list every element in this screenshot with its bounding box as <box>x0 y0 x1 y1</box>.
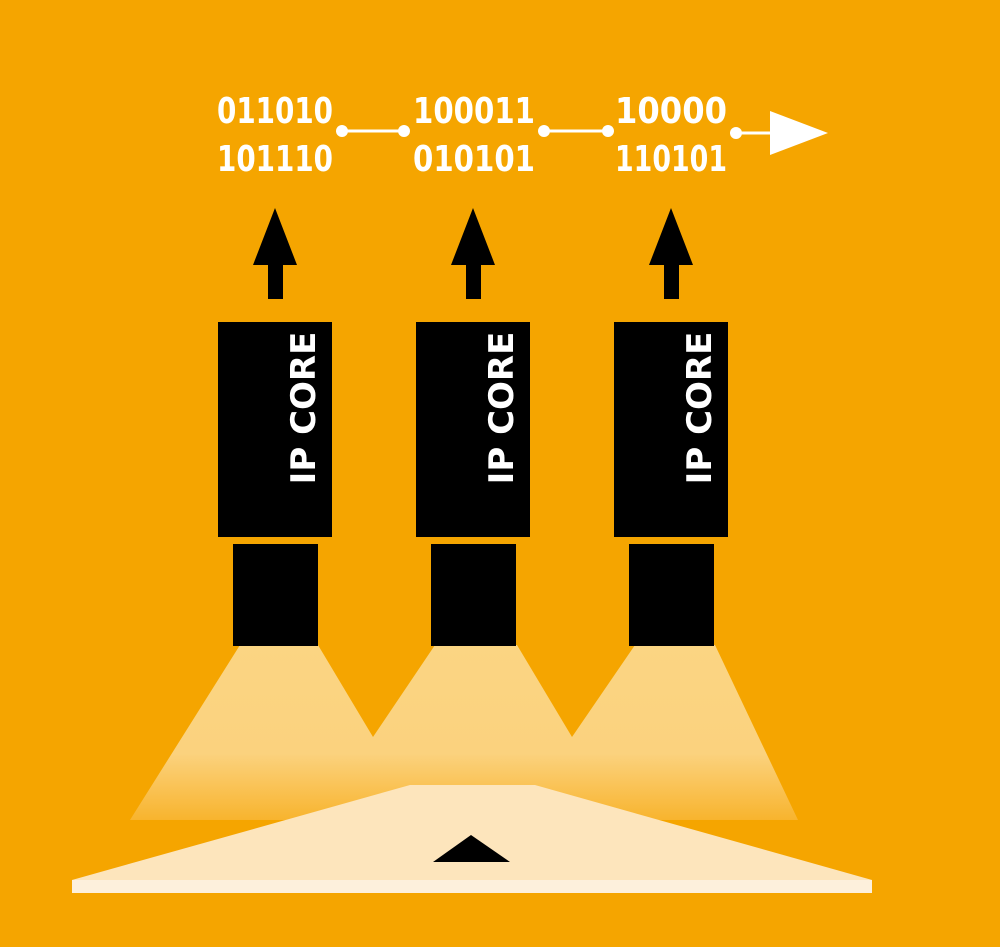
data-stream-3: 10000 110101 <box>615 91 727 180</box>
platform <box>72 785 872 880</box>
binary-line-1: 100011 <box>413 91 535 132</box>
binary-line-1: 011010 <box>217 91 333 132</box>
ip-core-label: IP CORE <box>680 332 720 485</box>
ip-core-label: IP CORE <box>482 332 522 485</box>
camera-1: IP CORE <box>218 322 332 646</box>
camera-body <box>218 322 332 537</box>
up-arrow-icon <box>649 208 693 299</box>
camera-lens <box>431 544 516 646</box>
data-stream-2: 100011 010101 <box>413 91 535 180</box>
light-beams <box>130 645 798 820</box>
stream-connector <box>538 125 614 137</box>
binary-line-2: 010101 <box>413 139 535 180</box>
ip-core-label: IP CORE <box>284 332 324 485</box>
data-stream-1: 011010 101110 <box>217 91 333 180</box>
camera-lens <box>233 544 318 646</box>
binary-line-1: 10000 <box>615 91 727 132</box>
right-arrow-icon <box>730 111 828 155</box>
camera-2: IP CORE <box>416 322 530 646</box>
triangle-icon <box>433 835 510 862</box>
platform-base <box>72 880 872 893</box>
binary-line-2: 101110 <box>217 139 333 180</box>
up-arrow-icon <box>451 208 495 299</box>
camera-body <box>614 322 728 537</box>
camera-lens <box>629 544 714 646</box>
stream-connector <box>336 125 410 137</box>
camera-body <box>416 322 530 537</box>
binary-line-2: 110101 <box>615 139 727 180</box>
up-arrow-icon <box>253 208 297 299</box>
camera-3: IP CORE <box>614 322 728 646</box>
